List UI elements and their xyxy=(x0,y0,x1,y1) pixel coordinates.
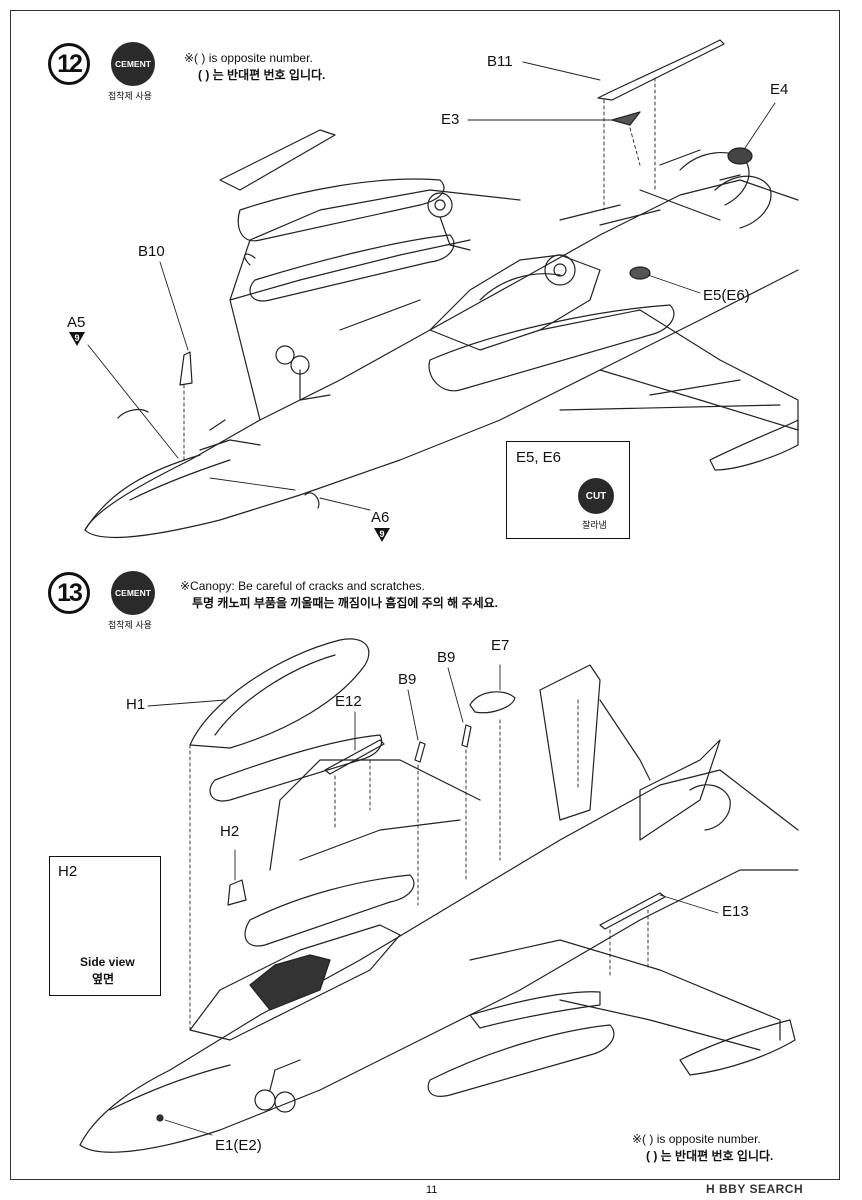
label-b9-left: B9 xyxy=(398,671,417,688)
step13-note-ko: 투명 캐노피 부품을 끼울때는 깨짐이나 흠집에 주의 해 주세요. xyxy=(192,596,499,610)
cement-badge-12: CEMENT xyxy=(111,42,155,86)
label-h2: H2 xyxy=(220,823,240,840)
cut-subtitle: 잘라냄 xyxy=(582,520,607,530)
label-e12: E12 xyxy=(335,693,362,710)
inset-h2-title: H2 xyxy=(58,863,78,880)
cement-badge-13: CEMENT xyxy=(111,571,155,615)
a6-reference-number: 9 xyxy=(379,529,385,539)
step12-aircraft xyxy=(84,39,799,539)
label-b10: B10 xyxy=(138,243,165,260)
label-e13: E13 xyxy=(722,903,749,920)
a6-reference-triangle xyxy=(374,528,390,542)
h2-side-view-inset-box xyxy=(49,856,161,996)
a5-reference-number: 9 xyxy=(74,333,80,343)
step13-note: ※Canopy: Be careful of cracks and scratc… xyxy=(180,578,498,612)
side-view-ko: 옆면 xyxy=(92,972,115,986)
step-13-number: 13 xyxy=(48,572,90,614)
bottom-note: ※( ) is opposite number. ( ) 는 반대편 번호 입니… xyxy=(632,1131,773,1165)
step12-note-en: ※( ) is opposite number. xyxy=(184,51,313,65)
watermark-logo: H BBY SEARCH xyxy=(706,1182,804,1196)
page-number: 11 xyxy=(426,1184,438,1196)
label-a6: A6 xyxy=(371,509,390,526)
a5-reference-triangle xyxy=(69,332,85,346)
step13-aircraft xyxy=(79,638,799,1153)
label-h1: H1 xyxy=(126,696,146,713)
label-e5-e6: E5(E6) xyxy=(703,287,750,304)
step-12-number: 12 xyxy=(48,43,90,85)
label-e7: E7 xyxy=(491,637,510,654)
label-a5: A5 xyxy=(67,314,86,331)
cut-badge: CUT xyxy=(578,478,614,514)
page-frame xyxy=(10,10,840,1180)
bottom-note-ko: ( ) 는 반대편 번호 입니다. xyxy=(646,1149,774,1163)
inset-e5-e6-title: E5, E6 xyxy=(516,449,562,466)
step13-note-en: ※Canopy: Be careful of cracks and scratc… xyxy=(180,579,425,593)
label-e3: E3 xyxy=(441,111,460,128)
step12-note-ko: ( ) 는 반대편 번호 입니다. xyxy=(198,68,326,82)
label-e1-e2: E1(E2) xyxy=(215,1137,262,1154)
label-b9-right: B9 xyxy=(437,649,456,666)
cement-subtitle-13: 접착제 사용 xyxy=(108,620,152,630)
step12-note: ※( ) is opposite number. ( ) 는 반대편 번호 입니… xyxy=(184,50,325,84)
label-e4: E4 xyxy=(770,81,789,98)
label-b11: B11 xyxy=(487,53,513,70)
cement-subtitle-12: 접착제 사용 xyxy=(108,91,152,101)
side-view-en: Side view xyxy=(80,955,135,969)
bottom-note-en: ※( ) is opposite number. xyxy=(632,1132,761,1146)
